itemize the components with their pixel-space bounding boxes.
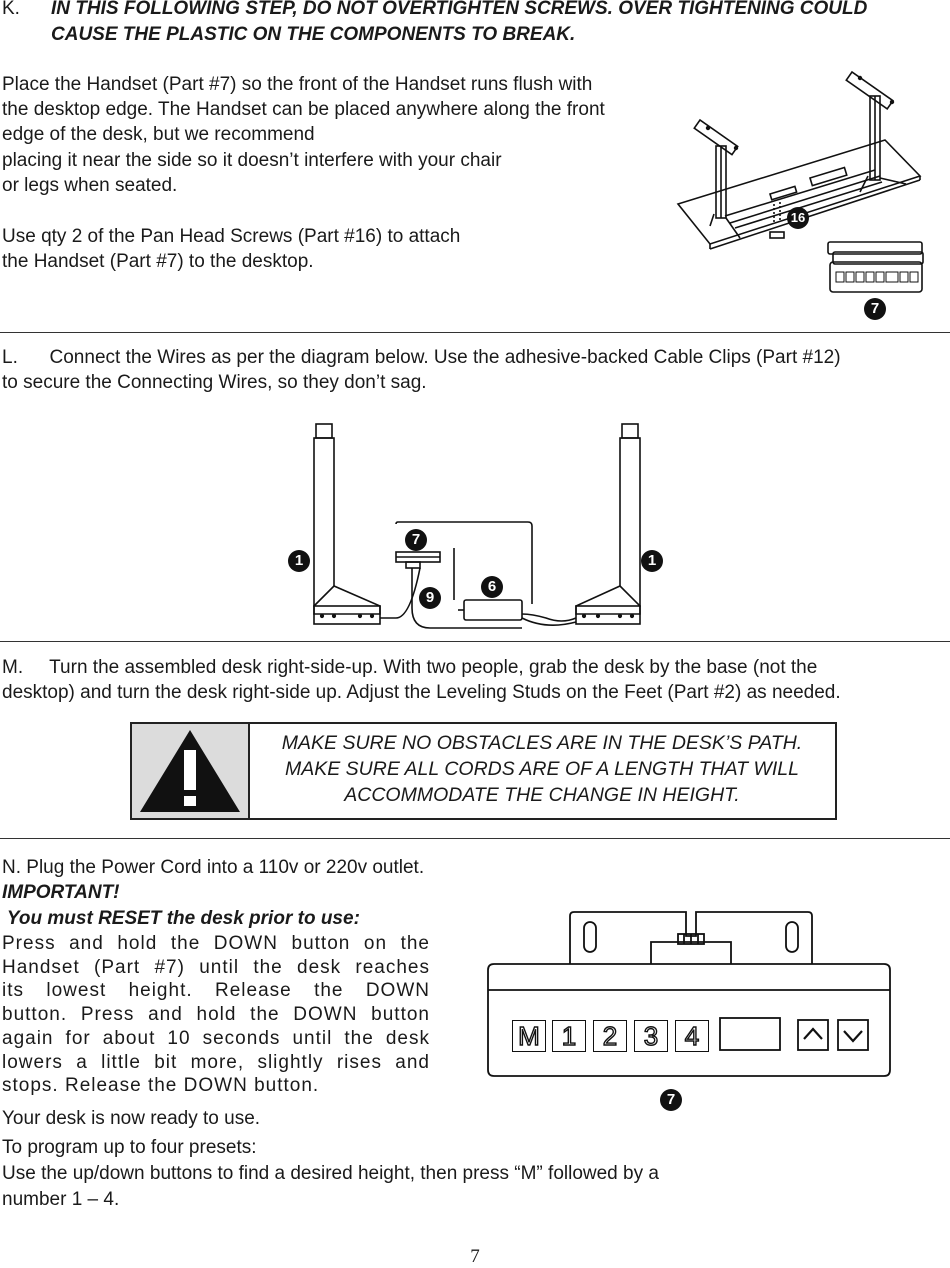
step-k-para1-line2: the desktop edge. The Handset can be pla… [2,99,605,120]
callout-leg-1-left: 1 [288,550,310,572]
step-n-line1: N. Plug the Power Cord into a 110v or 22… [2,857,425,878]
handset-preset-4-button: 4 [675,1020,709,1052]
callout-cable-9: 9 [419,587,441,609]
caution-line1: MAKE SURE NO OBSTACLES ARE IN THE DESK’S… [281,732,803,754]
step-k-warning-line2: CAUSE THE PLASTIC ON THE COMPONENTS TO B… [51,24,576,45]
callout-controlbox-6: 6 [481,576,503,598]
step-n-body: Press and hold the DOWN button on the Ha… [2,932,430,1098]
step-n-body-line6: lowers a little bit more, slightly rises… [2,1051,430,1073]
step-n-ready: Your desk is now ready to use. [2,1108,261,1129]
divider-m-n [0,838,950,839]
callout-handset-7-l: 7 [405,529,427,551]
warning-triangle-icon [132,724,250,818]
step-n-program-line2: number 1 – 4. [2,1189,120,1210]
step-k-para1-line3: edge of the desk, but we recommend [2,124,315,145]
caution-line3: ACCOMMODATE THE CHANGE IN HEIGHT. [344,784,740,806]
divider-k-l [0,332,950,333]
caution-line2: MAKE SURE ALL CORDS ARE OF A LENGTH THAT… [285,758,799,780]
page-number: 7 [470,1246,480,1267]
step-n-body-line5: again for about 10 seconds until the des… [2,1027,430,1049]
callout-handset-7-n: 7 [660,1089,682,1111]
step-n-body-line7: stops. Release the DOWN button. [2,1075,320,1097]
desk-handset-illustration [676,70,924,293]
step-n-body-line4: button. Press and hold the DOWN button [2,1004,430,1026]
step-k-letter: K. [2,0,20,19]
caution-text: MAKE SURE NO OBSTACLES ARE IN THE DESK’S… [252,730,832,808]
step-n-body-line2: Handset (Part #7) until the desk reaches [2,956,430,978]
handset-memory-button: M [512,1020,546,1052]
wiring-diagram [313,423,641,629]
step-k-warning-line1: IN THIS FOLLOWING STEP, DO NOT OVERTIGHT… [51,0,868,19]
step-m-line1: M. Turn the assembled desk right-side-up… [2,657,818,678]
callout-handset-7-k: 7 [864,298,886,320]
caution-box: MAKE SURE NO OBSTACLES ARE IN THE DESK’S… [130,722,837,820]
step-l-line2: to secure the Connecting Wires, so they … [2,372,427,393]
callout-screw-16: 16 [787,207,809,229]
step-n-reset: You must RESET the desk prior to use: [2,908,360,929]
step-n-body-line3: its lowest height. Release the DOWN [2,980,430,1002]
step-l-line1: L. Connect the Wires as per the diagram … [2,347,841,368]
handset-preset-1-button: 1 [552,1020,586,1052]
handset-preset-3-button: 3 [634,1020,668,1052]
step-k-para2-line2: the Handset (Part #7) to the desktop. [2,251,314,272]
divider-l-m [0,641,950,642]
step-n-body-line1: Press and hold the DOWN button on the [2,933,430,954]
step-k-para2-line1: Use qty 2 of the Pan Head Screws (Part #… [2,226,461,247]
step-k-para1-line5: or legs when seated. [2,175,178,196]
step-k-para1-line1: Place the Handset (Part #7) so the front… [2,74,593,95]
step-n-program-title: To program up to four presets: [2,1137,257,1158]
step-n-important: IMPORTANT! [2,882,120,903]
callout-leg-1-right: 1 [641,550,663,572]
step-n-program-line1: Use the up/down buttons to find a desire… [2,1163,659,1184]
handset-illustration [487,911,891,1077]
handset-preset-2-button: 2 [593,1020,627,1052]
step-k-para1-line4: placing it near the side so it doesn’t i… [2,150,502,171]
step-m-line2: desktop) and turn the desk right-side up… [2,682,841,703]
